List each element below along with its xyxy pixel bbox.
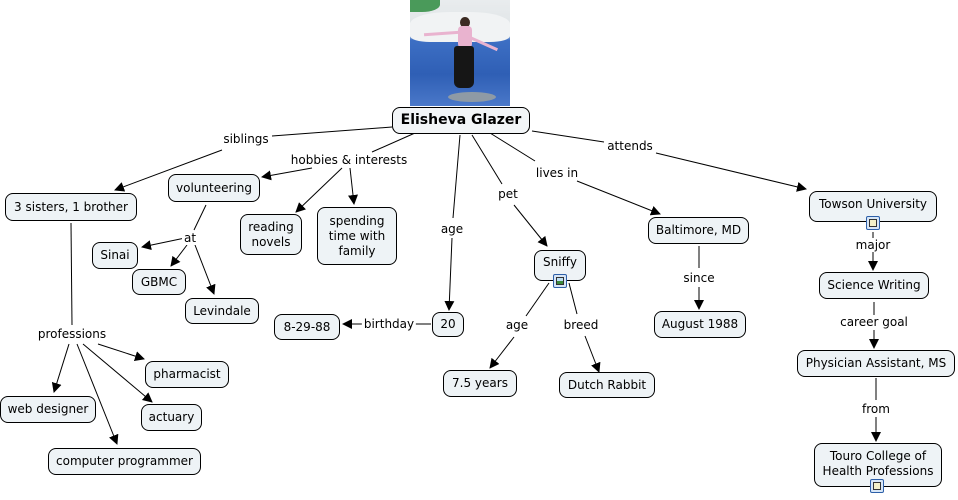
line-sniffy-age bbox=[525, 282, 550, 317]
link-label-career-goal[interactable]: career goal bbox=[838, 315, 910, 329]
concept-pharmacist[interactable]: pharmacist bbox=[145, 361, 229, 388]
concept-web-designer[interactable]: web designer bbox=[0, 396, 96, 423]
line-age-value bbox=[444, 237, 455, 311]
line-root-hobbies bbox=[371, 132, 416, 153]
concept-root[interactable]: Elisheva Glazer bbox=[392, 107, 530, 134]
link-label-professions[interactable]: professions bbox=[35, 327, 109, 341]
link-label-hobbies[interactable]: hobbies & interests bbox=[288, 153, 410, 167]
profile-photo bbox=[410, 0, 510, 106]
link-label-pet-age[interactable]: age bbox=[503, 318, 531, 332]
concept-actuary[interactable]: actuary bbox=[141, 404, 202, 431]
document-resource-icon[interactable] bbox=[870, 479, 884, 493]
link-label-attends[interactable]: attends bbox=[605, 139, 655, 153]
link-label-age[interactable]: age bbox=[438, 222, 466, 236]
link-label-at[interactable]: at bbox=[181, 231, 199, 245]
line-livesin-baltimore bbox=[576, 180, 661, 216]
concept-birthdate[interactable]: 8-29-88 bbox=[274, 314, 340, 340]
link-label-pet[interactable]: pet bbox=[496, 187, 520, 201]
line-volunteering-at bbox=[193, 204, 207, 231]
line-siblings-professions bbox=[70, 222, 73, 326]
document-resource-icon[interactable] bbox=[866, 216, 880, 230]
image-resource-icon[interactable] bbox=[553, 274, 567, 288]
line-pet-sniffy bbox=[513, 204, 548, 247]
concept-levindale[interactable]: Levindale bbox=[185, 298, 259, 324]
line-sniffy-breed bbox=[568, 282, 578, 315]
line-professions-programmer bbox=[76, 343, 119, 445]
concept-physician-assistant[interactable]: Physician Assistant, MS bbox=[797, 350, 955, 377]
line-breed-dutch bbox=[584, 335, 601, 373]
line-professions-actuary bbox=[82, 343, 153, 403]
line-at-sinai bbox=[141, 237, 186, 251]
line-at-gbmc bbox=[170, 244, 188, 267]
concept-science-writing[interactable]: Science Writing bbox=[819, 272, 929, 299]
line-professions-pharmacist bbox=[97, 343, 145, 361]
link-label-from[interactable]: from bbox=[860, 402, 892, 416]
link-label-birthday[interactable]: birthday bbox=[361, 317, 417, 331]
concept-age-value[interactable]: 20 bbox=[432, 312, 464, 337]
concept-baltimore[interactable]: Baltimore, MD bbox=[648, 217, 749, 244]
line-at-levindale bbox=[194, 244, 216, 295]
link-label-lives-in[interactable]: lives in bbox=[533, 166, 581, 180]
link-label-since[interactable]: since bbox=[681, 271, 717, 285]
line-root-age bbox=[452, 134, 461, 219]
link-label-breed[interactable]: breed bbox=[561, 318, 601, 332]
concept-computer-programmer[interactable]: computer programmer bbox=[48, 448, 201, 475]
concept-august-1988[interactable]: August 1988 bbox=[654, 311, 746, 338]
concept-reading-novels[interactable]: reading novels bbox=[240, 214, 302, 255]
line-hobbies-family bbox=[348, 167, 358, 205]
line-root-attends bbox=[531, 130, 605, 143]
line-root-livesin bbox=[489, 132, 536, 162]
line-hobbies-volunteering bbox=[261, 167, 313, 181]
line-root-siblings bbox=[271, 126, 393, 137]
line-professions-web bbox=[51, 343, 70, 393]
link-label-siblings[interactable]: siblings bbox=[221, 132, 271, 146]
concept-siblings[interactable]: 3 sisters, 1 brother bbox=[5, 193, 137, 221]
line-root-pet bbox=[471, 134, 503, 185]
concept-spending-time-family[interactable]: spending time with family bbox=[317, 207, 397, 265]
line-siblings-value bbox=[114, 149, 223, 192]
concept-pet-age[interactable]: 7.5 years bbox=[443, 370, 517, 397]
line-attends-towson bbox=[655, 152, 807, 192]
concept-sinai[interactable]: Sinai bbox=[92, 242, 138, 269]
line-hobbies-reading bbox=[295, 167, 343, 213]
concept-dutch-rabbit[interactable]: Dutch Rabbit bbox=[559, 372, 655, 398]
line-age-petage bbox=[489, 336, 515, 369]
concept-volunteering[interactable]: volunteering bbox=[168, 174, 260, 202]
concept-gbmc[interactable]: GBMC bbox=[132, 269, 186, 295]
link-label-major[interactable]: major bbox=[853, 238, 893, 252]
